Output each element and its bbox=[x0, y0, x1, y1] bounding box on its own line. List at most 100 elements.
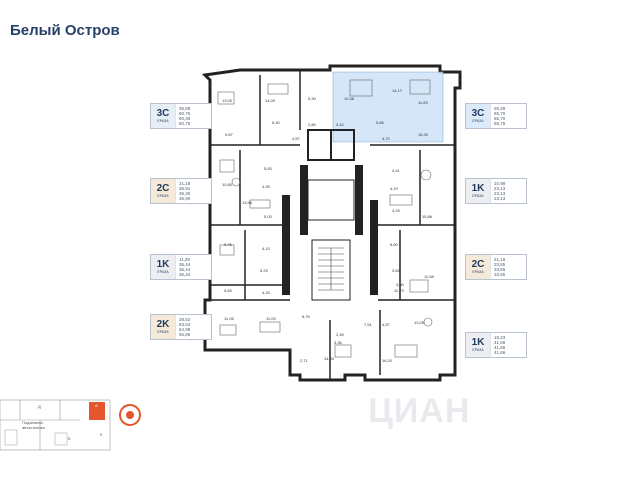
room-label: 13,56 bbox=[242, 200, 253, 205]
apartment-type: 3C bbox=[471, 108, 485, 119]
apartment-card-1k-left[interactable]: 1K ЕРАЗА 11,29 36,44 36,44 36,44 bbox=[150, 254, 212, 280]
key-plan-label-b: Б bbox=[68, 436, 71, 441]
apartment-card-1k-right-top[interactable]: 1K ЕРАЗА 10,98 23,13 23,13 23,13 bbox=[465, 178, 527, 204]
apartment-type: 1K bbox=[471, 337, 485, 348]
apartment-areas: 36,29 65,70 65,70 65,76 bbox=[490, 104, 526, 128]
room-label: 6,40 bbox=[272, 120, 281, 125]
apartment-areas: 21,16 33,55 33,55 33,55 bbox=[490, 255, 526, 279]
room-label: 11,79 bbox=[394, 288, 404, 293]
area-value: 21,16 bbox=[494, 257, 506, 262]
apartment-card-2c-right[interactable]: 2C ЕРАЗА 21,16 33,55 33,55 33,55 bbox=[465, 254, 527, 280]
area-value: 36,91 bbox=[179, 186, 191, 191]
apartment-type-badge: 2C ЕРАЗА bbox=[466, 255, 490, 279]
apartment-areas: 11,29 36,44 36,44 36,44 bbox=[175, 255, 211, 279]
area-value: 36,30 bbox=[179, 191, 191, 196]
area-value: 41,66 bbox=[494, 340, 506, 345]
apartment-subtype: ЕРАЗА bbox=[472, 270, 484, 274]
room-label: 7,51 bbox=[364, 322, 373, 327]
room-label: 14,00 bbox=[265, 98, 276, 103]
apartment-type: 2K bbox=[156, 319, 170, 330]
room-label: 4,57 bbox=[292, 136, 301, 141]
room-label: 2,71 bbox=[300, 358, 309, 363]
room-label: 4,33 bbox=[392, 208, 401, 213]
watermark: ЦИАН bbox=[368, 392, 471, 430]
area-value: 65,70 bbox=[494, 116, 506, 121]
room-label: 9,87 bbox=[225, 132, 234, 137]
apartment-subtype: ЕРАЗА bbox=[472, 119, 484, 123]
room-label: 11,05 bbox=[224, 316, 234, 321]
room-label: 10,80 bbox=[222, 182, 233, 187]
room-label: 11,83 bbox=[418, 100, 428, 105]
area-value: 60,76 bbox=[179, 111, 191, 116]
room-label: 5,23 bbox=[260, 268, 269, 273]
apartment-type-badge: 2C ЕРАЗА bbox=[151, 179, 175, 203]
apartment-subtype: ЕРАЗА bbox=[157, 194, 169, 198]
area-value: 36,29 bbox=[494, 106, 506, 111]
room-label: 3,62 bbox=[392, 268, 401, 273]
room-label: 3,80 bbox=[396, 282, 405, 287]
area-value: 23,13 bbox=[494, 186, 506, 191]
apartment-type-badge: 3C ЕРАЗА bbox=[151, 104, 175, 128]
area-value: 28,52 bbox=[179, 317, 191, 322]
area-value: 18,23 bbox=[494, 335, 506, 340]
room-label: 2,45 bbox=[336, 332, 345, 337]
room-label: 11,58 bbox=[424, 274, 434, 279]
area-value: 54,98 bbox=[179, 327, 191, 332]
apartment-subtype: ЕРАЗА bbox=[472, 194, 484, 198]
area-value: 41,66 bbox=[494, 350, 506, 355]
room-label: 14,60 bbox=[324, 356, 335, 361]
area-value: 33,55 bbox=[494, 262, 506, 267]
page-title: Белый Остров bbox=[10, 22, 120, 39]
staircase bbox=[318, 247, 344, 291]
room-label: 4,57 bbox=[382, 322, 391, 327]
apartment-type-badge: 1K ЕРАЗА bbox=[151, 255, 175, 279]
area-value: 23,13 bbox=[494, 196, 506, 201]
area-value: 65,76 bbox=[494, 121, 506, 126]
room-label: 10,38 bbox=[344, 96, 355, 101]
room-label: 4,19 bbox=[390, 186, 399, 191]
room-label: 4,70 bbox=[382, 136, 391, 141]
apartment-type: 2C bbox=[471, 259, 485, 270]
key-plan-label-5: 5 bbox=[100, 432, 103, 437]
room-label: 4,10 bbox=[262, 246, 271, 251]
room-label: 5,60 bbox=[390, 242, 399, 247]
room-label: 13,00 bbox=[222, 98, 233, 103]
room-label: 16,20 bbox=[382, 358, 393, 363]
area-value: 55,85 bbox=[179, 332, 191, 337]
area-value: 36,44 bbox=[179, 262, 191, 267]
room-label: 4,35 bbox=[262, 184, 271, 189]
interior-walls bbox=[210, 70, 455, 380]
room-label: 5,30 bbox=[308, 96, 317, 101]
apartment-card-3c-left[interactable]: 3C ЕРАЗА 35,89 60,76 60,36 60,76 bbox=[150, 103, 212, 129]
area-value: 35,89 bbox=[179, 106, 191, 111]
apartment-areas: 35,89 60,76 60,36 60,76 bbox=[175, 104, 211, 128]
area-value: 65,70 bbox=[494, 111, 506, 116]
room-label: 5,83 bbox=[264, 166, 273, 171]
area-value: 36,44 bbox=[179, 272, 191, 277]
room-label: 3,42 bbox=[336, 122, 345, 127]
area-value: 60,36 bbox=[179, 116, 191, 121]
key-plan bbox=[0, 399, 141, 451]
area-value: 10,98 bbox=[494, 181, 506, 186]
apartment-card-1k-right-bottom[interactable]: 1K ЕРАЗА 18,23 41,66 41,66 41,66 bbox=[465, 332, 527, 358]
apartment-type: 2C bbox=[156, 183, 170, 194]
room-label: 2,80 bbox=[308, 122, 317, 127]
apartment-subtype: ЕРАЗА bbox=[157, 270, 169, 274]
apartment-card-2k-left[interactable]: 2K ЕРАЗА 28,52 53,54 54,98 55,85 bbox=[150, 314, 212, 340]
room-label: 5,76 bbox=[302, 314, 311, 319]
room-label: 14,17 bbox=[392, 88, 403, 93]
compass-icon bbox=[119, 404, 141, 426]
apartment-card-3c-right[interactable]: 3C ЕРАЗА 36,29 65,70 65,70 65,76 bbox=[465, 103, 527, 129]
area-value: 36,90 bbox=[179, 196, 191, 201]
apartment-areas: 18,23 41,66 41,66 41,66 bbox=[490, 333, 526, 357]
key-plan-label-d: Д bbox=[38, 404, 41, 409]
room-label: 3,36 bbox=[334, 340, 343, 345]
area-value: 33,55 bbox=[494, 267, 506, 272]
area-value: 21,18 bbox=[179, 181, 191, 186]
room-label: 11,00 bbox=[266, 316, 276, 321]
room-label: 9,76 bbox=[224, 242, 233, 247]
room-label: 5,86 bbox=[376, 120, 385, 125]
apartment-type-badge: 3C ЕРАЗА bbox=[466, 104, 490, 128]
apartment-card-2c-left[interactable]: 2C ЕРАЗА 21,18 36,91 36,30 36,90 bbox=[150, 178, 212, 204]
area-value: 36,44 bbox=[179, 267, 191, 272]
